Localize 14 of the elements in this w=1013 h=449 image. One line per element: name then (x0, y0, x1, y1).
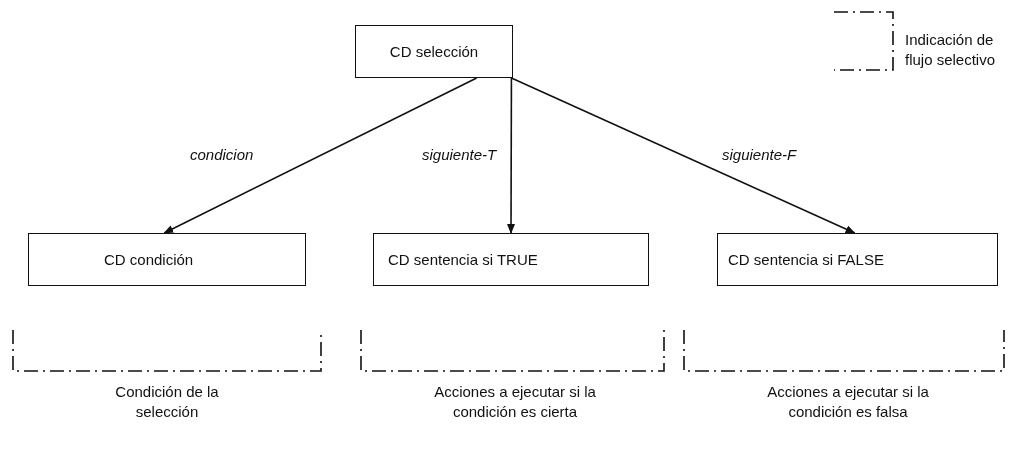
process-box: CD selección (355, 25, 513, 78)
process-box: CD sentencia si TRUE (373, 233, 649, 286)
edge-label: siguiente-T (420, 146, 499, 163)
arrow (163, 77, 478, 234)
arrow (510, 77, 856, 234)
process-box: CD condición (28, 233, 306, 286)
edge-label: condicion (188, 146, 256, 163)
legend-text: Indicación de flujo selectivo (905, 30, 997, 70)
bracket-caption: Condición de la selección (114, 382, 220, 422)
process-box: CD sentencia si FALSE (717, 233, 998, 286)
bracket-caption: Acciones a ejecutar si la condición es falsa (766, 382, 930, 422)
edge-label: siguiente-F (720, 146, 799, 163)
bracket-caption: Acciones a ejecutar si la condición es cierta (433, 382, 597, 422)
arrow (507, 77, 515, 234)
